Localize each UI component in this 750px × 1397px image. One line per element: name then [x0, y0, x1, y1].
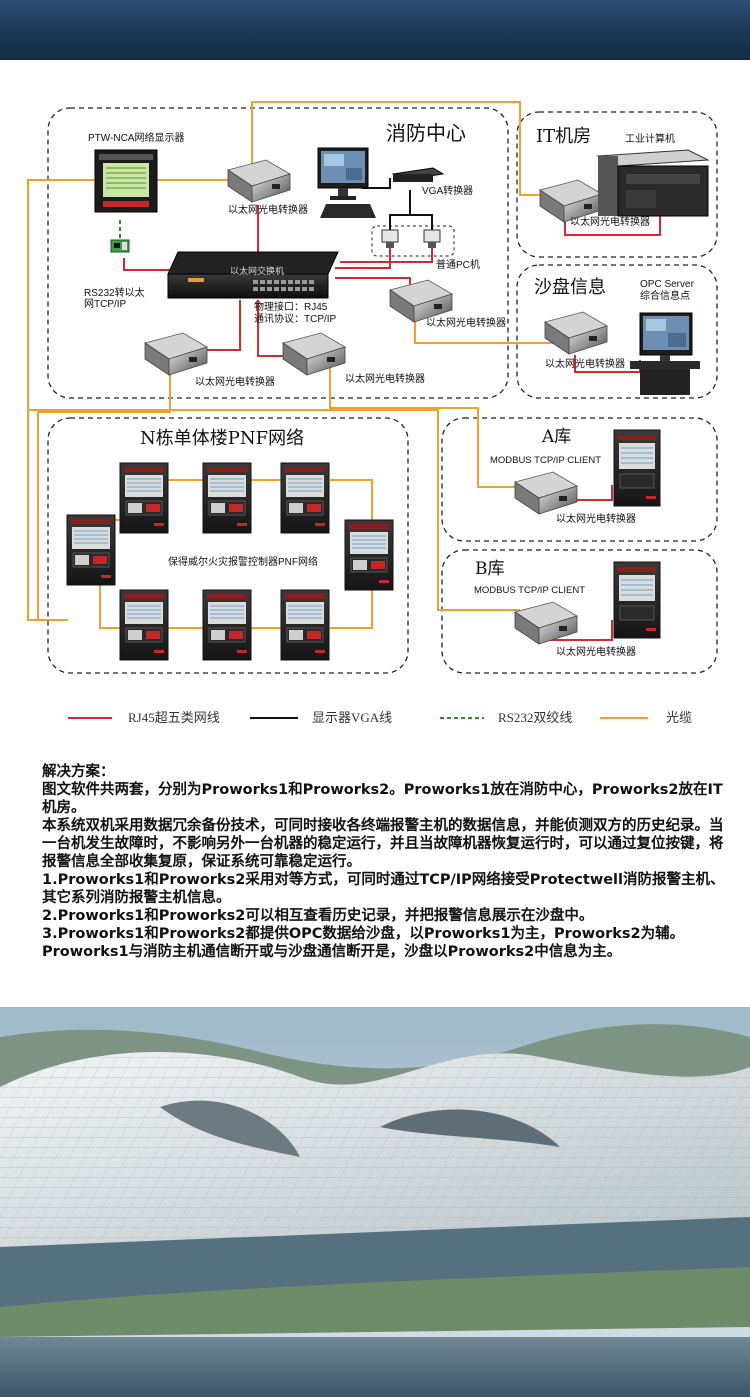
switch-label: 以太网交换机 [230, 265, 284, 276]
building-photo [0, 1007, 750, 1397]
top-banner [0, 0, 750, 60]
rs232-tcp-label: RS232转以太网TCP/IP [84, 286, 145, 310]
solution-description: 解决方案： 图文软件共两套，分别为Proworks1和Proworks2。Pro… [42, 763, 732, 961]
ethernet-switch [167, 251, 339, 299]
legend-label-rs232: RS232双绞线 [498, 710, 572, 725]
network-diagram: 消防中心 IT机房 沙盘信息 N栋单体楼PNF网络 A库 B库 PTW-NCA网… [27, 101, 718, 725]
comm-protocol-label: 通讯协议：TCP/IP [254, 312, 337, 325]
media-converter-label: 以太网光电转换器 [195, 375, 275, 388]
media-converter-label: 以太网光电转换器 [556, 645, 636, 658]
industrial-pc-label: 工业计算机 [625, 132, 675, 145]
zone-title-warehouse-b: B库 [475, 559, 505, 579]
media-converter-label: 以太网光电转换器 [345, 372, 425, 385]
physical-port-label: 物理接口：RJ45 [254, 300, 328, 313]
vga-converter-icon [391, 167, 445, 182]
legend-label-rj45: RJ45超五类网线 [128, 710, 220, 725]
zone-title-building: N栋单体楼PNF网络 [140, 428, 304, 449]
opc-info-point-label: 综合信息点 [640, 289, 690, 302]
media-converter-label: 以太网光电转换器 [545, 357, 625, 370]
industrial-computer [596, 149, 710, 217]
legend-label-vga: 显示器VGA线 [312, 710, 392, 725]
fire-center-pc [317, 147, 376, 218]
solution-paragraph: 2.Proworks1和Proworks2可以相互查看历史记录，并把报警信息展示… [42, 908, 594, 924]
zone-title-fire-center: 消防中心 [386, 121, 466, 145]
zone-sand-table [516, 264, 718, 399]
solution-paragraph: 图文软件共两套，分别为Proworks1和Proworks2。Proworks1… [42, 782, 723, 816]
media-converter-label: 以太网光电转换器 [570, 215, 650, 228]
modbus-client-label: MODBUS TCP/IP CLIENT [490, 455, 601, 466]
rs232-board-icon [110, 239, 130, 253]
legend-label-fiber: 光缆 [666, 710, 692, 725]
zone-title-warehouse-a: A库 [541, 427, 571, 447]
legend: RJ45超五类网线 显示器VGA线 RS232双绞线 光缆 [68, 710, 692, 725]
solution-paragraph: 3.Proworks1和Proworks2都提供OPC数据给沙盘，以Prowor… [42, 926, 685, 960]
modbus-client-label: MODBUS TCP/IP CLIENT [474, 585, 585, 596]
solution-paragraph: 本系统双机采用数据冗余备份技术，可同时接收各终端报警主机的数据信息，并能侦测双方… [42, 818, 724, 870]
ptw-display-label: PTW-NCA网络显示器 [88, 131, 184, 144]
zone-fire-center [47, 107, 509, 399]
zone-title-it-room: IT机房 [536, 126, 591, 147]
ptw-display [94, 149, 158, 213]
vga-converter-label: VGA转换器 [422, 184, 473, 197]
opc-server-label: OPC Server [640, 279, 695, 290]
normal-pc-label: 普通PC机 [436, 258, 480, 271]
zone-building [47, 417, 409, 674]
media-converter-label: 以太网光电转换器 [426, 316, 506, 329]
honeywell-network-label: 保得威尔火灾报警控制器PNF网络 [168, 555, 318, 568]
media-converter-label: 以太网光电转换器 [556, 512, 636, 525]
media-converter-label: 以太网光电转换器 [228, 203, 308, 216]
opc-server-pc [630, 312, 700, 395]
solution-paragraph: 1.Proworks1和Proworks2采用对等方式，可同时通过TCP/IP网… [42, 872, 725, 906]
normal-pc-boxes [371, 225, 455, 257]
solution-heading: 解决方案： [42, 764, 115, 780]
zone-title-sand-table: 沙盘信息 [534, 277, 606, 298]
